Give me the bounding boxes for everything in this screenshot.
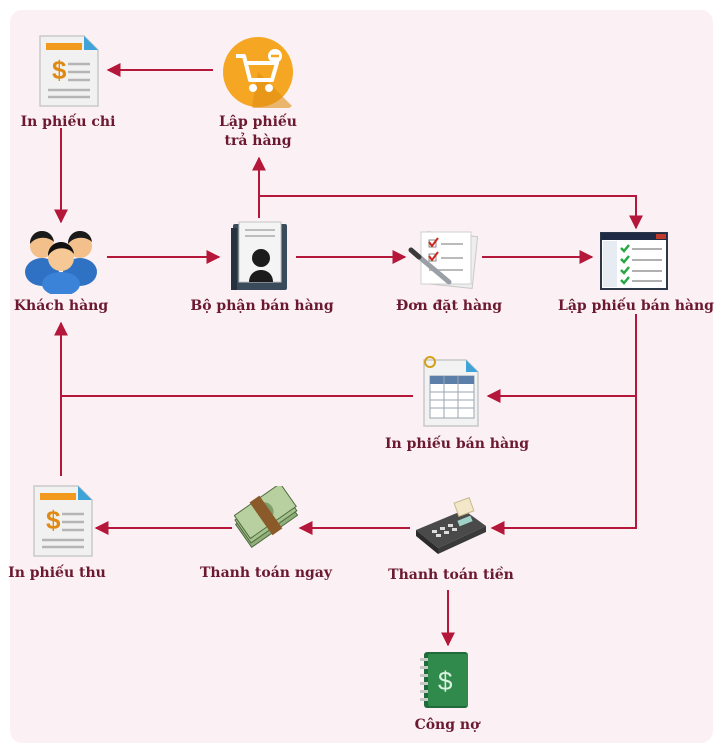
svg-text:$: $ <box>438 666 453 696</box>
svg-text:$: $ <box>52 55 67 85</box>
label-thanh-toan-tien: Thanh toán tiền <box>388 567 514 583</box>
green-ledger-icon: $ <box>420 652 468 708</box>
sales-department-folder-icon <box>231 221 287 290</box>
order-checklist-icon <box>408 230 479 290</box>
label-don-dat-hang: Đơn đặt hàng <box>395 298 503 314</box>
spreadsheet-document-icon <box>423 356 479 427</box>
label-cong-no: Công nợ <box>414 717 480 733</box>
shopping-cart-icon <box>223 37 293 108</box>
dollar-document-icon: $ <box>39 35 99 107</box>
label-thanh-toan-ngay: Thanh toán ngay <box>199 565 333 581</box>
label-khach-hang: Khách hàng <box>13 298 109 314</box>
diagram-panel <box>10 10 713 743</box>
cash-bundle-icon <box>234 486 298 549</box>
label-lap-phieu-tra-hang-line2: trả hàng <box>224 133 292 149</box>
label-lap-phieu-ban-hang: Lập phiếu bán hàng <box>558 298 714 314</box>
arrow-bo-phan-to-lap-phieu-ban-hang <box>259 195 643 230</box>
card-payment-terminal-icon <box>416 497 486 554</box>
label-in-phieu-ban-hang: In phiếu bán hàng <box>385 436 529 452</box>
label-bo-phan-ban-hang: Bộ phận bán hàng <box>190 298 334 314</box>
arrow-lap-phieu-to-thanh-toan-tien <box>490 396 637 535</box>
label-in-phieu-chi: In phiếu chi <box>20 114 116 130</box>
label-lap-phieu-tra-hang-line1: Lập phiếu <box>219 114 297 130</box>
customers-group-icon <box>25 230 97 294</box>
sales-form-window-icon <box>600 232 668 290</box>
dollar-document-icon: $ <box>33 485 93 557</box>
svg-text:$: $ <box>46 505 61 535</box>
label-in-phieu-thu: In phiếu thu <box>8 565 106 581</box>
